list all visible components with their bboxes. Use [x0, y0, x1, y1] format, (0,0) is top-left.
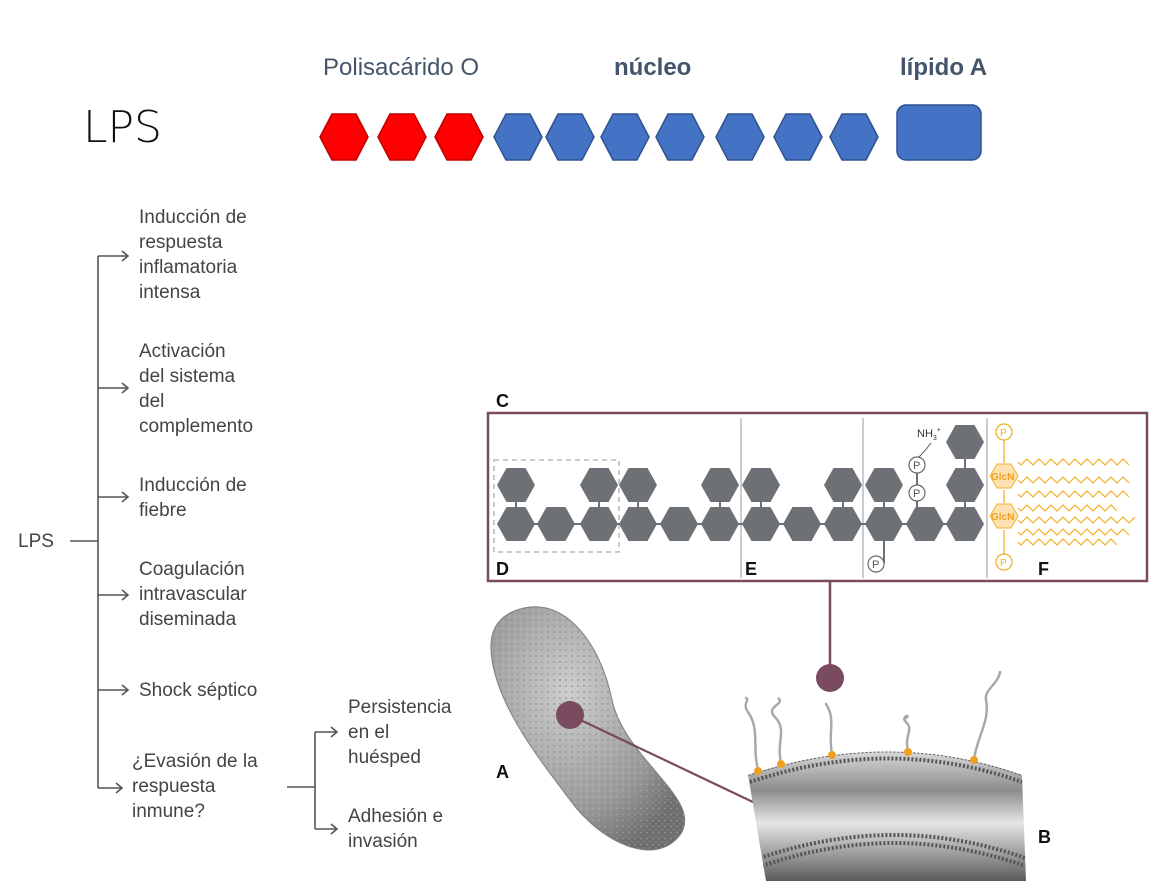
- sugar-residue-hexagon: [783, 507, 821, 541]
- letter-e: E: [745, 559, 757, 579]
- letter-a: A: [496, 762, 509, 782]
- lps-strand: [903, 714, 911, 753]
- lipid-a-label: lípido A: [900, 54, 988, 81]
- o-polysaccharide-label: Polisacárido O: [323, 54, 480, 81]
- core-sugar-hexagon: [655, 113, 705, 161]
- sub-adhesion: Adhesión e invasión: [348, 806, 444, 852]
- sub-persistence: Persistencia en el huésped: [348, 697, 452, 768]
- sugar-residue-hexagon: [497, 507, 535, 541]
- core-sugar-hexagon: [715, 113, 765, 161]
- core-sugar-hexagon: [600, 113, 650, 161]
- membrane-cross-section: [744, 670, 1026, 881]
- lps-strand: [972, 670, 1002, 761]
- sugar-residue-hexagon: [701, 468, 739, 502]
- phosphate-2: P: [913, 488, 920, 500]
- core-label: núcleo: [614, 54, 692, 81]
- core-sugar-hexagon: [493, 113, 543, 161]
- sugar-residue-hexagon: [580, 507, 618, 541]
- letter-b: B: [1038, 827, 1051, 847]
- lps-strand: [824, 702, 834, 756]
- acyl-chain: [1017, 516, 1136, 524]
- letter-c: C: [496, 391, 509, 411]
- sugar-residue-hexagon: [580, 468, 618, 502]
- lps-title: LPS: [83, 102, 162, 153]
- effect-inflammatory: Inducción de respuesta inflamatoria inte…: [139, 207, 247, 303]
- sugar-residue-hexagon: [660, 507, 698, 541]
- nh3-label: NH3+: [917, 427, 941, 442]
- sugar-residue-hexagon: [742, 468, 780, 502]
- core-sugar-hexagon: [773, 113, 823, 161]
- tree-root-lps: LPS: [18, 531, 54, 552]
- core-sugar-hexagon: [545, 113, 595, 161]
- effect-complement: Activación del sistema del complemento: [139, 341, 254, 437]
- phosphate-1: P: [913, 460, 920, 472]
- acyl-chain: [1017, 504, 1118, 512]
- acyl-chain: [1017, 490, 1130, 498]
- o-antigen-sugar-hexagon: [319, 113, 369, 161]
- lipid-a-block: [896, 104, 982, 161]
- bacterium-image: [490, 606, 686, 851]
- letter-d: D: [496, 559, 509, 579]
- sugar-residue-hexagon: [946, 507, 984, 541]
- effect-fever: Inducción de fiebre: [139, 475, 247, 521]
- effect-coagulation: Coagulación intravascular diseminada: [139, 559, 247, 630]
- glcn-1: GlcN: [991, 472, 1014, 483]
- sugar-residue-hexagon: [619, 468, 657, 502]
- sugar-residue-hexagon: [537, 507, 575, 541]
- sugar-residue-hexagon: [701, 507, 739, 541]
- sugar-residue-hexagon: [824, 507, 862, 541]
- acyl-chain: [1017, 476, 1130, 484]
- phosphate-lipid-2: P: [1000, 558, 1007, 569]
- glcn-2: GlcN: [991, 512, 1014, 523]
- sugar-residue-hexagon: [865, 468, 903, 502]
- sugar-residue-hexagon: [946, 468, 984, 502]
- zoom-marker-membrane: [816, 664, 844, 692]
- sugar-residue-hexagon: [497, 468, 535, 502]
- phosphate-3: P: [872, 559, 879, 571]
- sugar-residue-hexagon: [906, 507, 944, 541]
- sugar-residue-hexagon: [824, 468, 862, 502]
- zoom-marker-bacterium: [556, 701, 584, 729]
- sugar-residue-hexagon: [742, 507, 780, 541]
- effect-immune-evasion: ¿Evasión de la respuesta inmune?: [132, 751, 258, 822]
- acyl-chain: [1017, 538, 1118, 546]
- sugar-residue-hexagon: [946, 425, 984, 459]
- letter-f: F: [1038, 559, 1049, 579]
- sugar-residue-hexagon: [619, 507, 657, 541]
- lps-strand: [744, 696, 760, 772]
- phosphate-lipid-1: P: [1000, 428, 1007, 439]
- o-antigen-sugar-hexagon: [377, 113, 427, 161]
- acyl-chain: [1017, 528, 1130, 536]
- repeat-unit-box: [493, 459, 620, 553]
- sugar-residue-hexagon: [865, 507, 903, 541]
- core-sugar-hexagon: [829, 113, 879, 161]
- o-antigen-sugar-hexagon: [434, 113, 484, 161]
- effect-septic-shock: Shock séptico: [139, 680, 258, 701]
- acyl-chain: [1017, 458, 1130, 466]
- lps-strand: [770, 696, 783, 765]
